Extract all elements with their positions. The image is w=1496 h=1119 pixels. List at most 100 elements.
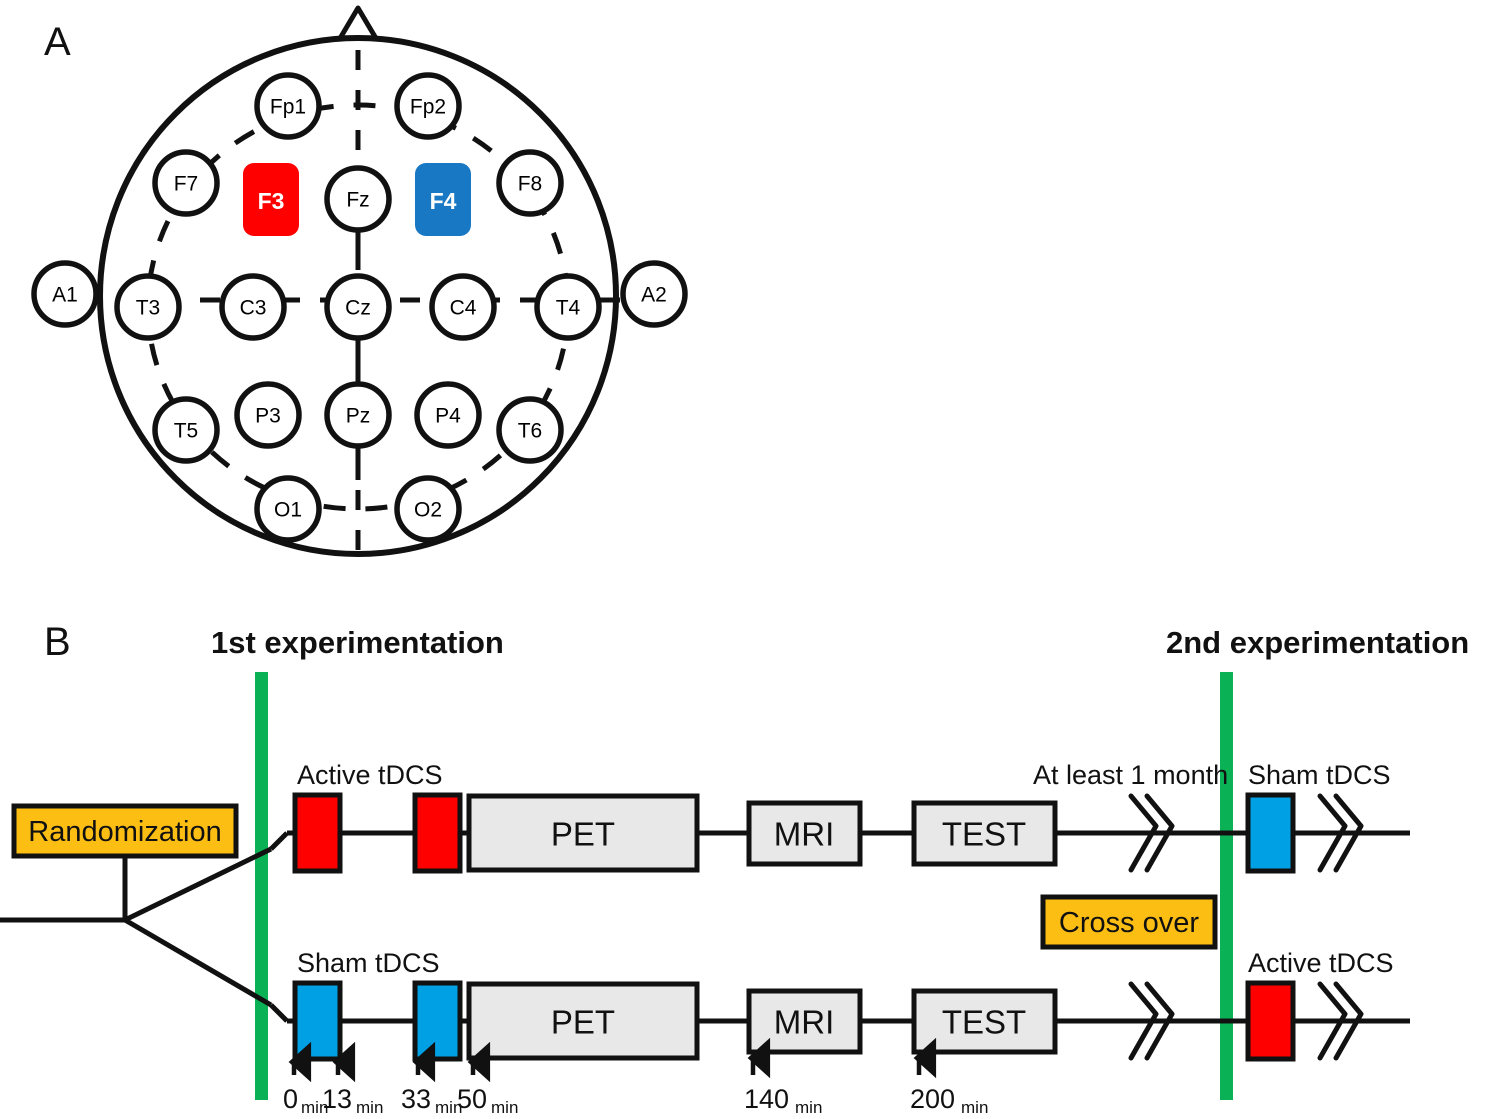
electrode-p4-label: P4 (435, 405, 461, 428)
stimulation-pad-f3-label: F3 (258, 188, 285, 214)
stimulation-pad-f3[interactable]: F3 (243, 163, 299, 236)
arm2-stage-test[interactable]: TEST (911, 988, 1058, 1055)
electrode-group: Fp1 Fp2 F7 Fz F8 A1 (31, 72, 688, 543)
randomization-node[interactable]: Randomization (11, 803, 239, 859)
electrode-o2[interactable]: O2 (394, 475, 462, 543)
arm1-tdcs-block-2[interactable] (412, 792, 463, 874)
electrode-fz-label: Fz (346, 189, 369, 212)
panel-b: B 1st experimentation 2nd experimentatio… (0, 620, 1469, 1117)
electrode-t3[interactable]: T3 (114, 273, 182, 341)
electrode-fp1[interactable]: Fp1 (254, 72, 322, 140)
arm1-tdcs-block-3[interactable] (1245, 792, 1296, 874)
electrode-t6-label: T6 (518, 420, 543, 443)
electrode-c4[interactable]: C4 (429, 273, 497, 341)
timepoint-33: 33 min (401, 1084, 462, 1117)
crossover-label: Cross over (1059, 907, 1200, 939)
electrode-o1[interactable]: O1 (254, 475, 322, 543)
timepoint-0-unit: min (301, 1098, 328, 1117)
arm2-tdcs-block-2[interactable] (412, 980, 463, 1062)
arm1-stage-mri[interactable]: MRI (746, 800, 863, 867)
electrode-f7-label: F7 (174, 173, 199, 196)
electrode-p4[interactable]: P4 (414, 381, 482, 449)
arm1-first-condition-label: Active tDCS (297, 760, 443, 790)
electrode-a1[interactable]: A1 (31, 260, 99, 328)
panel-a-letter: A (44, 20, 71, 64)
stimulation-pad-f4[interactable]: F4 (415, 163, 471, 236)
electrode-f8[interactable]: F8 (496, 149, 564, 217)
electrode-p3-label: P3 (255, 405, 281, 428)
electrode-f7[interactable]: F7 (152, 149, 220, 217)
timepoint-33-value: 33 (401, 1084, 431, 1114)
timepoint-200: 200 min (910, 1084, 988, 1117)
electrode-fp2[interactable]: Fp2 (394, 72, 462, 140)
timepoint-0-value: 0 (283, 1084, 298, 1114)
timepoint-200-value: 200 (910, 1084, 955, 1114)
panel-b-letter: B (44, 620, 71, 664)
electrode-t5-label: T5 (174, 420, 199, 443)
timepoint-140-unit: min (795, 1098, 822, 1117)
arm-active-first: Active tDCS PET MRI TEST At least 1 mont… (287, 760, 1410, 874)
arm2-tdcs-block-1[interactable] (292, 980, 343, 1062)
electrode-fz[interactable]: Fz (324, 165, 392, 233)
electrode-fp1-label: Fp1 (270, 96, 306, 119)
arm1-stage-pet[interactable]: PET (466, 793, 700, 873)
electrode-t5[interactable]: T5 (152, 396, 220, 464)
timepoint-200-unit: min (961, 1098, 988, 1117)
washout-note-label: At least 1 month (1033, 760, 1228, 790)
electrode-p3[interactable]: P3 (234, 381, 302, 449)
milestone-2-line (1220, 672, 1233, 1100)
arm2-break-symbol-2 (1317, 981, 1364, 1061)
arm1-stage-pet-label: PET (551, 816, 615, 853)
arm1-stage-mri-label: MRI (774, 816, 835, 853)
electrode-o1-label: O1 (274, 499, 302, 522)
arm2-break-symbol-1 (1128, 981, 1175, 1061)
electrode-fp2-label: Fp2 (410, 96, 446, 119)
electrode-pz-label: Pz (346, 405, 371, 428)
electrode-a2-label: A2 (641, 284, 667, 307)
timepoint-50-value: 50 (457, 1084, 487, 1114)
electrode-f8-label: F8 (518, 173, 543, 196)
timepoint-13-unit: min (356, 1098, 383, 1117)
timepoint-labels: 0 min 13 min 33 min 50 min 140 min 200 m… (283, 1084, 988, 1117)
arm1-break-symbol-2 (1317, 793, 1364, 873)
electrode-c3[interactable]: C3 (219, 273, 287, 341)
arm2-stage-pet-label: PET (551, 1004, 615, 1041)
timepoint-33-unit: min (435, 1098, 462, 1117)
milestone-2-label: 2nd experimentation (1166, 625, 1469, 660)
electrode-a2[interactable]: A2 (620, 260, 688, 328)
electrode-o2-label: O2 (414, 499, 442, 522)
electrode-t4[interactable]: T4 (534, 273, 602, 341)
timepoint-0: 0 min (283, 1084, 328, 1117)
milestone-1-line (255, 672, 268, 1100)
arm1-tdcs-block-1[interactable] (292, 792, 343, 874)
electrode-pz[interactable]: Pz (324, 381, 392, 449)
arm2-first-condition-label: Sham tDCS (297, 948, 440, 978)
arm1-break-symbol-1 (1128, 793, 1175, 873)
timepoint-50: 50 min (457, 1084, 518, 1117)
milestone-1-label: 1st experimentation (211, 625, 504, 660)
arm1-stage-test[interactable]: TEST (911, 800, 1058, 867)
arm2-stage-mri-label: MRI (774, 1004, 835, 1041)
arm2-stage-test-label: TEST (942, 1004, 1026, 1041)
timepoint-140: 140 min (744, 1084, 822, 1117)
stimulation-pad-f4-label: F4 (430, 188, 457, 214)
crossover-node[interactable]: Cross over (1040, 894, 1218, 950)
timepoint-markers (288, 1037, 937, 1083)
arm2-tdcs-block-3[interactable] (1245, 980, 1296, 1062)
arm2-stage-pet[interactable]: PET (466, 981, 700, 1061)
timepoint-50-unit: min (491, 1098, 518, 1117)
timepoint-140-value: 140 (744, 1084, 789, 1114)
electrode-t6[interactable]: T6 (496, 396, 564, 464)
electrode-c3-label: C3 (240, 297, 267, 320)
electrode-cz-label: Cz (345, 297, 371, 320)
randomization-label: Randomization (28, 816, 221, 848)
timepoint-13-value: 13 (322, 1084, 352, 1114)
arm-sham-first: Sham tDCS PET MRI TEST (287, 948, 1410, 1062)
randomization-branch-lines (0, 831, 289, 1023)
electrode-c4-label: C4 (450, 297, 477, 320)
electrode-t3-label: T3 (136, 297, 161, 320)
arm2-stage-mri[interactable]: MRI (746, 988, 863, 1055)
electrode-t4-label: T4 (556, 297, 581, 320)
electrode-a1-label: A1 (52, 284, 78, 307)
electrode-cz[interactable]: Cz (324, 273, 392, 341)
